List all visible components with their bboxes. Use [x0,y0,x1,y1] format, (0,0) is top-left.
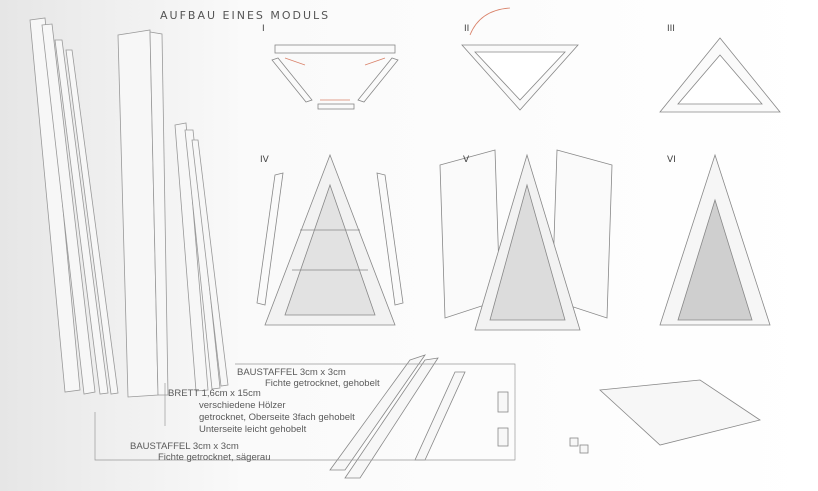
step-label-6: VI [667,155,676,165]
step-3-drawing [659,37,781,113]
step-label-4: IV [260,155,269,165]
label-brett-line: Unterseite leicht gehobelt [199,424,307,435]
step-label-5: V [463,155,470,165]
label-brett-line: getrocknet, Oberseite 3fach gehobelt [199,412,355,423]
step-2-drawing [461,44,579,111]
label-baustaffel-bottom: BAUSTAFFEL 3cm x 3cm [130,441,239,452]
leaning-planks [29,17,229,398]
step-4-drawing [256,153,404,326]
label-baustaffel-bottom-desc: Fichte getrocknet, sägerau [158,452,271,463]
step-1-drawing [271,44,399,110]
label-baustaffel-top: BAUSTAFFEL 3cm x 3cm [237,367,346,378]
label-baustaffel-top-desc: Fichte getrocknet, gehobelt [265,378,380,389]
callout-lines [94,363,516,461]
step-6-drawing [659,153,771,326]
diagram-title: AUFBAU EINES MODULS [160,9,331,22]
label-brett-line: verschiedene Hölzer [199,400,286,411]
step-label-3: III [667,24,675,34]
step-label-1: I [262,24,265,34]
label-brett: BRETT 1,6cm x 15cm [168,388,261,399]
assembly-arrows [284,7,511,101]
step-label-2: II [464,24,470,34]
loose-parts [329,354,761,479]
step-5-drawing [439,149,613,331]
